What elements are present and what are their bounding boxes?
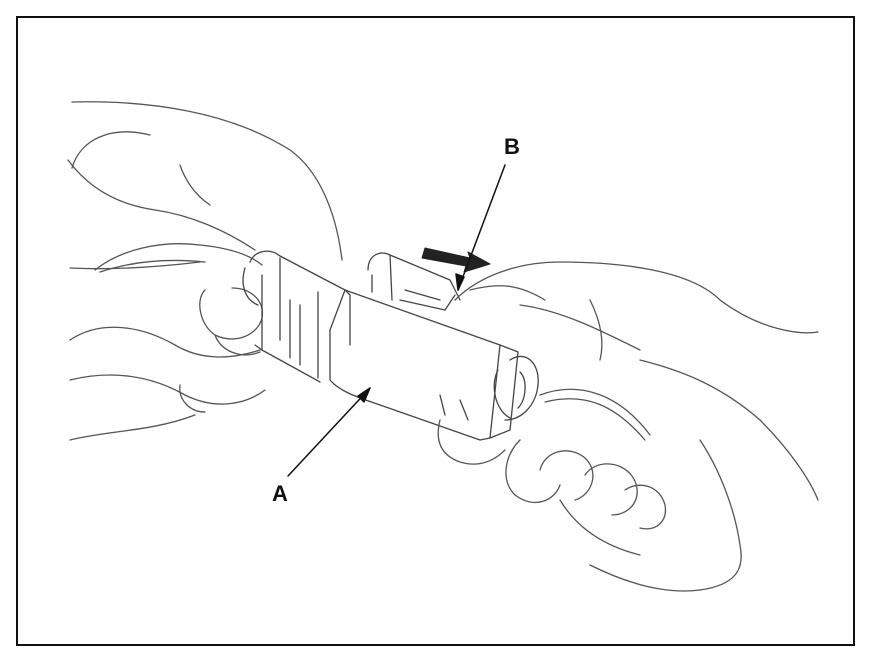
left-hand: [67, 101, 343, 441]
push-arrow: [421, 247, 491, 273]
right-wire: [539, 388, 651, 441]
leader-line-b: [457, 164, 506, 291]
leader-arrowhead-b: [455, 273, 465, 291]
callout-a-label: A: [272, 481, 288, 506]
leader-arrowhead-a: [357, 387, 371, 403]
right-hand: [437, 261, 819, 592]
leader-lines: [287, 164, 506, 477]
left-wire: [94, 243, 263, 273]
callout-b-label: B: [504, 134, 520, 159]
connector-body: [242, 250, 539, 441]
figure-frame: [16, 16, 855, 646]
leader-line-a: [287, 387, 371, 477]
